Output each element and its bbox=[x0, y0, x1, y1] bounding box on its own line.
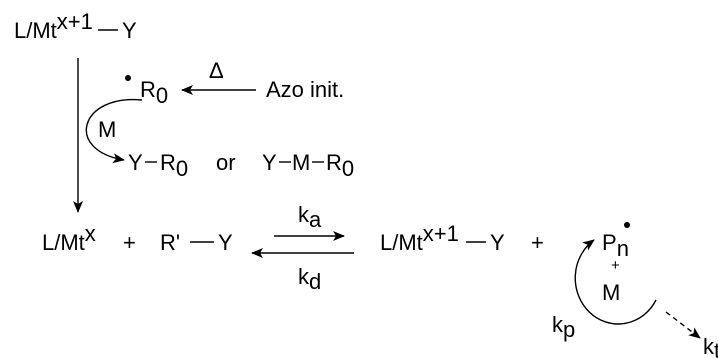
top-complex: L/Mtx+1 Y bbox=[14, 9, 137, 43]
polymer-radical-dot bbox=[624, 222, 630, 228]
deactivator-oxidation-state: x+1 bbox=[423, 221, 459, 246]
svg-text:L/Mtx+1: L/Mtx+1 bbox=[380, 221, 459, 255]
equilibrium-right: L/Mtx+1 Y + bbox=[380, 221, 544, 255]
polymer-radical-p: P bbox=[602, 230, 617, 255]
product2-r: R bbox=[326, 150, 342, 175]
termination-arrow bbox=[665, 311, 701, 339]
svg-text:R0: R0 bbox=[160, 150, 188, 181]
radical-symbol: R bbox=[140, 77, 156, 102]
top-complex-halide: Y bbox=[122, 18, 137, 43]
deactivator-halide: Y bbox=[490, 230, 505, 255]
product2-m: M bbox=[292, 150, 310, 175]
propagation-plus: + bbox=[611, 257, 620, 274]
initiation-products: Y R0 or Y M R0 bbox=[128, 150, 354, 181]
product-y: Y bbox=[128, 150, 143, 175]
propagation-loop-arrow bbox=[574, 239, 657, 325]
plus-sign-2: + bbox=[531, 230, 544, 255]
product-r-subscript: 0 bbox=[176, 156, 188, 181]
propagating-radical: Pn + M bbox=[602, 222, 630, 305]
alkyl-halide-r: R' bbox=[160, 230, 180, 255]
product2-y: Y bbox=[262, 150, 277, 175]
svg-text:L/Mtx: L/Mtx bbox=[42, 221, 96, 255]
product2-r-subscript: 0 bbox=[342, 156, 354, 181]
top-complex-oxidation-state: x+1 bbox=[57, 9, 93, 34]
deactivator-complex: L/Mt bbox=[380, 230, 423, 255]
deactivation-rate-label: kd bbox=[298, 264, 321, 294]
activator-complex: L/Mt bbox=[42, 230, 85, 255]
svg-text:Pn: Pn bbox=[602, 230, 629, 261]
heat-label: Δ bbox=[209, 58, 224, 83]
initiation-curved-arrow bbox=[85, 98, 143, 164]
polymer-radical-subscript: n bbox=[617, 236, 629, 261]
propagation-rate-label: kp bbox=[552, 312, 575, 342]
radical-subscript: 0 bbox=[156, 83, 168, 108]
product-r: R bbox=[160, 150, 176, 175]
monomer-label-propagation: M bbox=[602, 280, 620, 305]
radical-dot bbox=[125, 75, 131, 81]
top-complex-metal: L/Mt bbox=[14, 18, 57, 43]
svg-text:R0: R0 bbox=[326, 150, 354, 181]
initiating-radical: R0 bbox=[125, 75, 168, 108]
or-text: or bbox=[216, 150, 236, 175]
activator-oxidation-state: x bbox=[85, 221, 96, 246]
svg-text:L/Mtx+1: L/Mtx+1 bbox=[14, 9, 93, 43]
activation-rate-label: ka bbox=[298, 202, 322, 232]
azo-initiator-label: Azo init. bbox=[266, 77, 344, 102]
termination-rate-label: kt bbox=[703, 334, 718, 358]
svg-text:R0: R0 bbox=[140, 77, 168, 108]
alkyl-halide-y: Y bbox=[218, 230, 233, 255]
equilibrium-left: L/Mtx + R' Y bbox=[42, 221, 233, 255]
monomer-label-initiation: M bbox=[98, 117, 116, 142]
plus-sign-1: + bbox=[123, 230, 136, 255]
